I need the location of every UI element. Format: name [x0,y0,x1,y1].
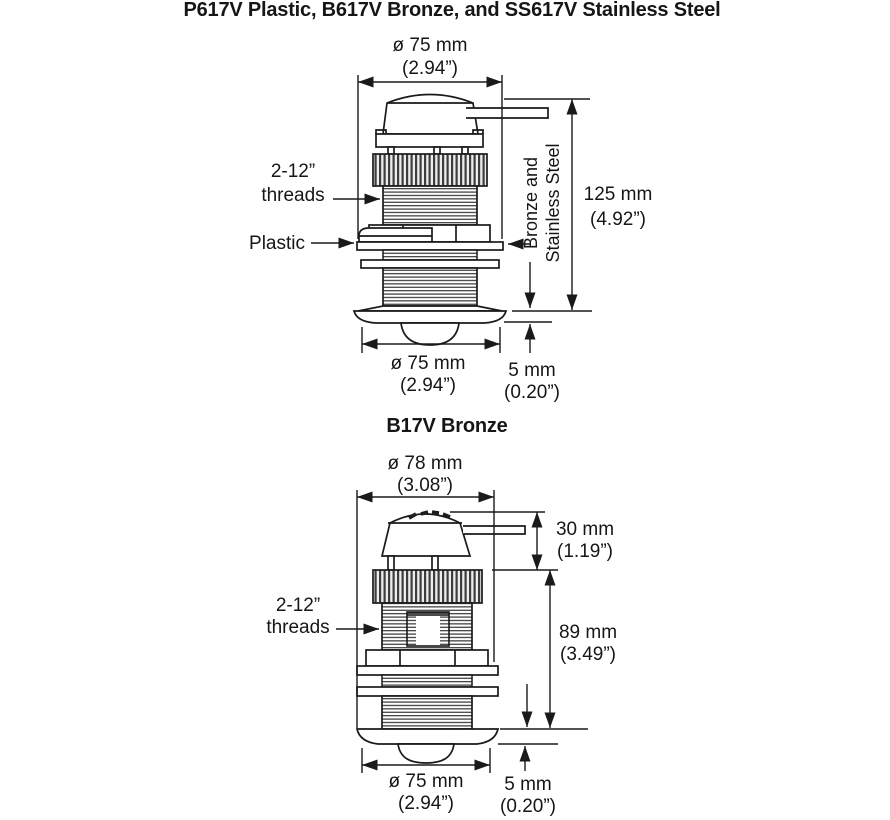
b17v-bottom-flange [355,728,500,745]
p617v-height-mm: 125 mm [584,184,653,205]
b17v-threads-lower [381,695,473,730]
b17v-washer [356,686,499,697]
p617v-cable [466,107,549,119]
p617v-threads-lower [382,267,478,307]
p617v-base-tabs [375,129,484,134]
b17v-threads-mid [381,674,473,688]
p617v-diagram: P617V Plastic, B617V Bronze, and SS617V … [183,0,720,403]
p617v-dimensions: ø 75 mm (2.94”) 125 mm (4.92”) Bronze an… [249,35,652,403]
b17v-title: B17V Bronze [386,415,507,437]
p617v-threads-mid [382,249,478,261]
p617v-post-right [461,146,469,155]
b17v-insert-threads-right [440,616,449,646]
p617v-plastic-label: Plastic [249,233,305,254]
p617v-threads-upper [382,185,478,226]
p617v-transducer-dome [400,322,460,346]
b17v-top-dia-mm: ø 78 mm [388,453,463,474]
p617v-threads-label-2: threads [261,185,324,206]
p617v-body [352,93,549,346]
b17v-protrusion-mm: 5 mm [504,774,552,795]
b17v-top-dia-in: (3.08”) [397,475,453,496]
b17v-transducer-dome [397,743,455,764]
p617v-protrusion-in: (0.20”) [504,382,560,403]
p617v-top-dia-in: (2.94”) [402,58,458,79]
p617v-top-dia-mm: ø 75 mm [393,35,468,56]
p617v-threads-label-1: 2-12” [271,161,315,182]
b17v-knurled-nut [372,569,483,604]
p617v-material-label-2: Stainless Steel [543,143,563,262]
b17v-body [355,510,526,764]
p617v-bottom-dia-in: (2.94”) [400,375,456,396]
b17v-protrusion-in: (0.20”) [500,796,556,817]
p617v-bottom-dia-mm: ø 75 mm [391,353,466,374]
p617v-post-left [387,146,395,155]
b17v-bottom-dia-mm: ø 75 mm [389,771,464,792]
b17v-body-height-mm: 89 mm [559,622,617,643]
p617v-washer [360,259,500,269]
b17v-insert-window-outline [406,611,450,647]
p617v-base-plate [375,133,484,148]
b17v-body-height-in: (3.49”) [560,644,616,665]
p617v-material-label-1: Bronze and [521,157,541,249]
b17v-insert-threads-left [407,616,416,646]
p617v-post-mid [433,146,441,155]
b17v-diagram: B17V Bronze [266,415,617,817]
b17v-insert-window-top [407,612,449,616]
p617v-flange-plate [356,241,504,251]
b17v-dimensions: ø 78 mm (3.08”) 30 mm (1.19”) 89 mm (3.4… [266,453,617,817]
p617v-knurled-nut [372,153,488,187]
p617v-bottom-flange [352,310,508,324]
b17v-cap-height-mm: 30 mm [556,519,614,540]
p617v-cap [382,93,479,135]
b17v-hex-nut [365,649,489,667]
b17v-cap-slots [408,510,451,520]
p617v-title: P617V Plastic, B617V Bronze, and SS617V … [183,0,720,21]
p617v-plastic-lip [358,227,433,243]
b17v-flange-plate [356,665,499,676]
p617v-height-in: (4.92”) [590,209,646,230]
b17v-top-extension-lines [356,490,495,728]
p617v-protrusion-mm: 5 mm [508,360,556,381]
b17v-post-mid [431,555,439,571]
b17v-threads-label-1: 2-12” [276,595,320,616]
b17v-cap [380,513,472,557]
b17v-bottom-dia-in: (2.94”) [398,793,454,814]
p617v-top-extension-lines [357,75,503,239]
b17v-threads-label-2: threads [266,617,329,638]
b17v-post-left [387,555,395,571]
b17v-cap-height-in: (1.19”) [557,541,613,562]
